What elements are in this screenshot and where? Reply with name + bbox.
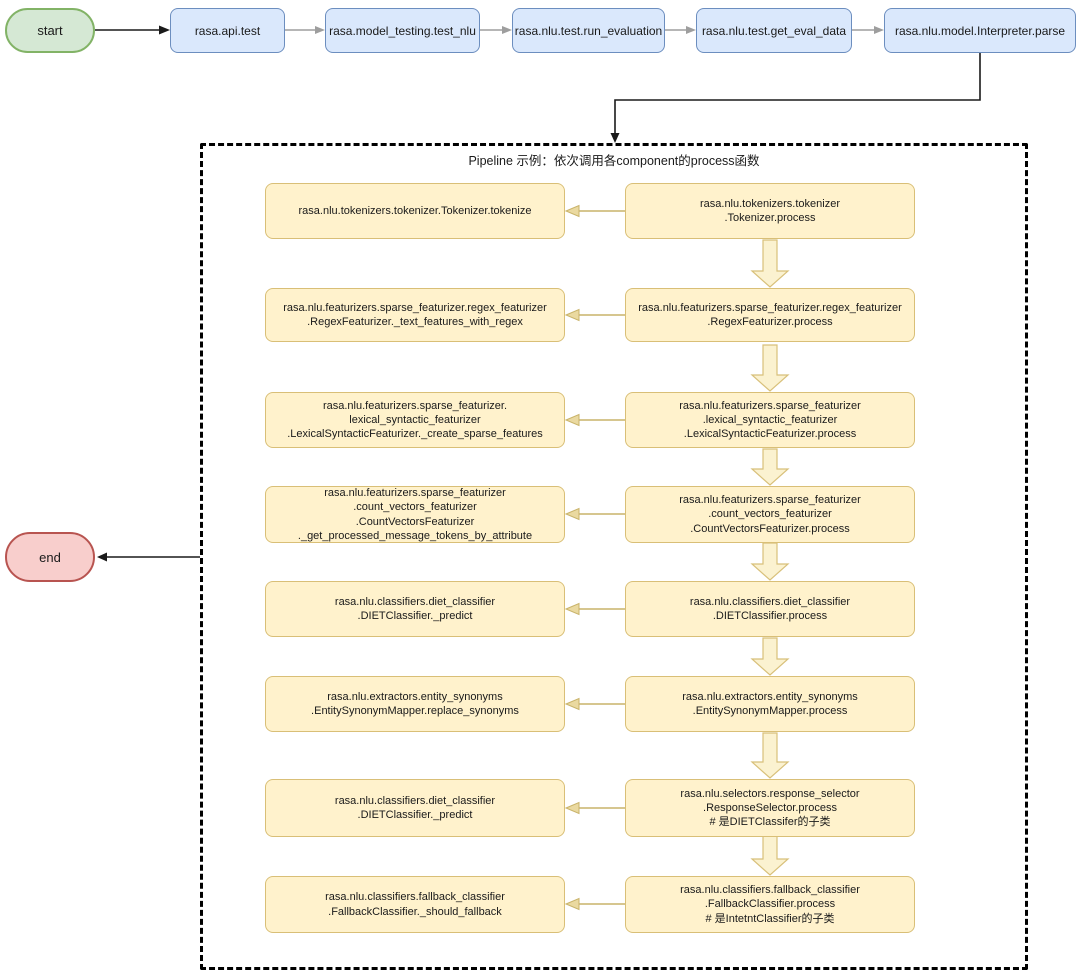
block-arrow-down-6 xyxy=(750,732,790,779)
pipeline-right-box-7: rasa.nlu.selectors.response_selector .Re… xyxy=(625,779,915,837)
flow-node-model-interpreter-parse: rasa.nlu.model.Interpreter.parse xyxy=(884,8,1076,53)
pipeline-left-box-4: rasa.nlu.featurizers.sparse_featurizer .… xyxy=(265,486,565,543)
block-arrow-down-1 xyxy=(750,239,790,288)
flow-node-rasa-api-test: rasa.api.test xyxy=(170,8,285,53)
pipeline-left-box-2: rasa.nlu.featurizers.sparse_featurizer.r… xyxy=(265,288,565,342)
block-arrow-down-5 xyxy=(750,637,790,676)
pipeline-left-box-3: rasa.nlu.featurizers.sparse_featurizer. … xyxy=(265,392,565,448)
arrow-step4-step5 xyxy=(852,26,884,34)
flow-node-test-run-evaluation: rasa.nlu.test.run_evaluation xyxy=(512,8,665,53)
flow-node-test-get-eval-data: rasa.nlu.test.get_eval_data xyxy=(696,8,852,53)
pipeline-right-box-1: rasa.nlu.tokenizers.tokenizer .Tokenizer… xyxy=(625,183,915,239)
pipeline-left-box-7: rasa.nlu.classifiers.diet_classifier .DI… xyxy=(265,779,565,837)
pipeline-title: Pipeline 示例：依次调用各component的process函数 xyxy=(468,154,760,168)
arrow-pipeline-to-end xyxy=(97,552,200,562)
arrow-right-to-left-row3 xyxy=(564,413,625,427)
start-node: start xyxy=(5,8,95,53)
arrow-step2-step3 xyxy=(480,26,512,34)
pipeline-right-box-5: rasa.nlu.classifiers.diet_classifier .DI… xyxy=(625,581,915,637)
block-arrow-down-7 xyxy=(750,835,790,876)
flow-node-model-testing-test-nlu: rasa.model_testing.test_nlu xyxy=(325,8,480,53)
block-arrow-down-4 xyxy=(750,542,790,581)
block-arrow-down-2 xyxy=(750,344,790,392)
arrow-right-to-left-row6 xyxy=(564,697,625,711)
arrow-right-to-left-row2 xyxy=(564,308,625,322)
arrow-step3-step4 xyxy=(665,26,696,34)
pipeline-left-box-1: rasa.nlu.tokenizers.tokenizer.Tokenizer.… xyxy=(265,183,565,239)
pipeline-right-box-3: rasa.nlu.featurizers.sparse_featurizer .… xyxy=(625,392,915,448)
arrow-parse-to-pipeline xyxy=(610,53,981,143)
arrow-right-to-left-row1 xyxy=(564,204,625,218)
arrow-right-to-left-row4 xyxy=(564,507,625,521)
pipeline-left-box-5: rasa.nlu.classifiers.diet_classifier .DI… xyxy=(265,581,565,637)
block-arrow-down-3 xyxy=(750,448,790,486)
pipeline-right-box-2: rasa.nlu.featurizers.sparse_featurizer.r… xyxy=(625,288,915,342)
pipeline-container xyxy=(200,143,1028,970)
arrow-step1-step2 xyxy=(285,26,325,34)
pipeline-left-box-6: rasa.nlu.extractors.entity_synonyms .Ent… xyxy=(265,676,565,732)
arrow-right-to-left-row8 xyxy=(564,897,625,911)
pipeline-right-box-6: rasa.nlu.extractors.entity_synonyms .Ent… xyxy=(625,676,915,732)
arrow-right-to-left-row5 xyxy=(564,602,625,616)
pipeline-right-box-4: rasa.nlu.featurizers.sparse_featurizer .… xyxy=(625,486,915,543)
pipeline-right-box-8: rasa.nlu.classifiers.fallback_classifier… xyxy=(625,876,915,933)
arrow-right-to-left-row7 xyxy=(564,801,625,815)
end-node: end xyxy=(5,532,95,582)
arrow-start-to-step1 xyxy=(95,25,170,35)
pipeline-left-box-8: rasa.nlu.classifiers.fallback_classifier… xyxy=(265,876,565,933)
